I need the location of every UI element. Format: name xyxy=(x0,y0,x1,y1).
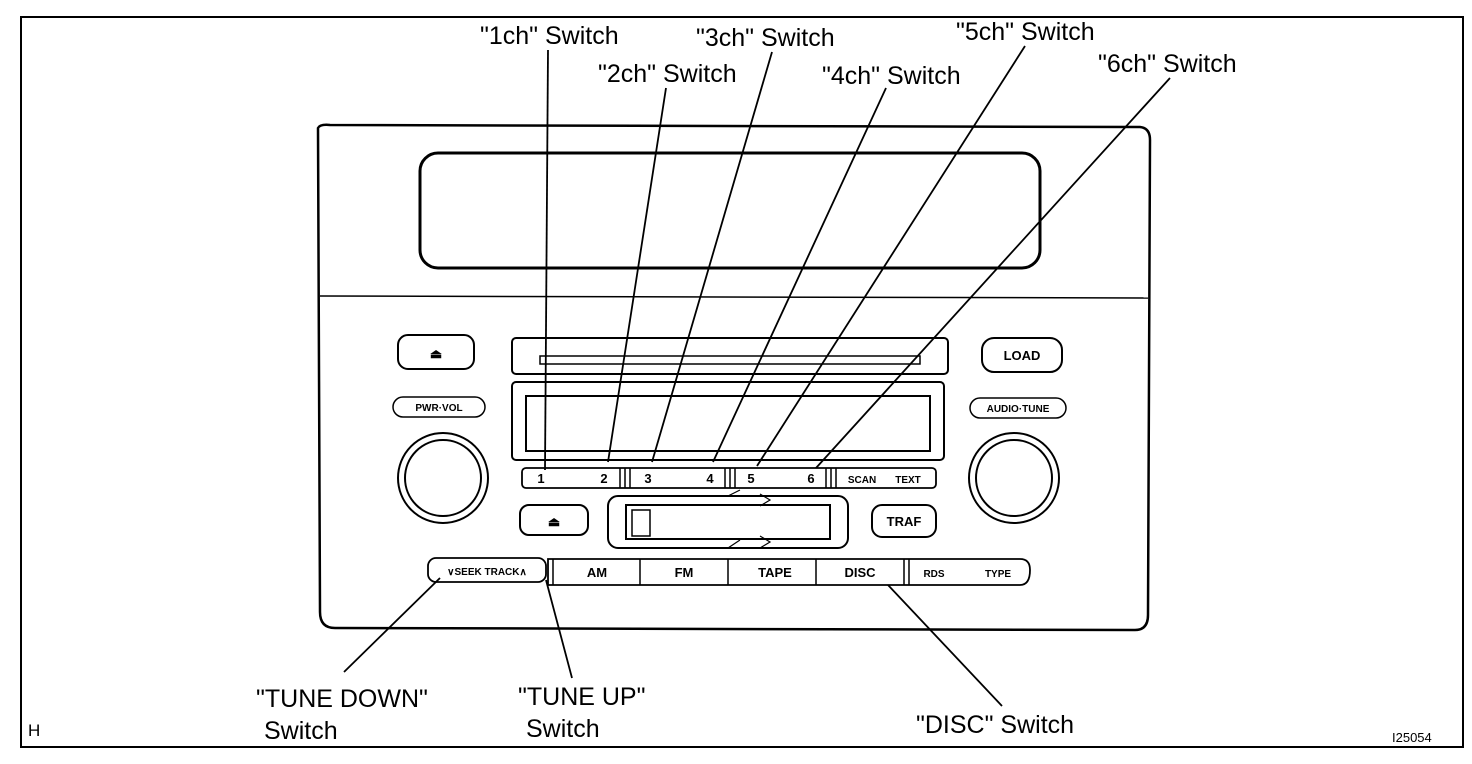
eject-button-top[interactable] xyxy=(397,334,475,370)
preset-6-button[interactable]: 6 xyxy=(807,471,814,486)
eject-icon: ⏏ xyxy=(430,346,442,361)
leader-lines xyxy=(343,45,1171,707)
disc-button[interactable]: DISC xyxy=(844,565,876,580)
preset-5-button[interactable]: 5 xyxy=(747,471,754,486)
tape-button[interactable]: TAPE xyxy=(758,565,792,580)
am-button[interactable]: AM xyxy=(587,565,607,580)
leader-4ch xyxy=(712,87,887,463)
seek-track-label: ∨SEEK TRACK∧ xyxy=(447,567,527,578)
preset-strip xyxy=(521,467,937,489)
callout-disc: "DISC" Switch xyxy=(916,711,1074,739)
eject-button-lower[interactable] xyxy=(519,504,589,536)
fm-button[interactable]: FM xyxy=(675,565,694,580)
scan-button[interactable]: SCAN xyxy=(848,475,876,486)
figure-frame xyxy=(20,16,1464,748)
preset-3-button[interactable]: 3 xyxy=(644,471,651,486)
upper-display xyxy=(418,151,1042,270)
leader-5ch xyxy=(756,45,1026,467)
text-button[interactable]: TEXT xyxy=(895,475,921,486)
corner-label: H xyxy=(28,721,40,740)
preset-4-button[interactable]: 4 xyxy=(706,471,714,486)
callout-tune-up-line2: Switch xyxy=(526,715,600,743)
main-display-frame xyxy=(511,381,945,461)
cd-slot[interactable] xyxy=(539,355,921,365)
seek-track-button[interactable] xyxy=(427,557,547,583)
leader-6ch xyxy=(815,77,1171,469)
rds-button[interactable]: RDS xyxy=(923,569,944,580)
figure-code: I25054 xyxy=(1392,730,1432,745)
pwr-vol-knob-inner xyxy=(404,439,482,517)
audio-tune-label-frame xyxy=(969,397,1067,419)
callout-1ch: "1ch" Switch xyxy=(480,22,619,50)
callout-2ch: "2ch" Switch xyxy=(598,60,737,88)
panel-divider xyxy=(319,295,1149,299)
type-button[interactable]: TYPE xyxy=(985,569,1011,580)
tape-door xyxy=(631,509,651,537)
callout-tune-down-line2: Switch xyxy=(264,717,338,745)
leader-1ch xyxy=(544,49,549,471)
traf-button[interactable] xyxy=(871,504,937,538)
traf-label: TRAF xyxy=(887,514,922,529)
tape-slot[interactable] xyxy=(625,504,831,540)
leader-3ch xyxy=(651,51,773,463)
cd-slot-frame xyxy=(511,337,949,375)
leader-tune-up xyxy=(545,579,573,679)
callout-3ch: "3ch" Switch xyxy=(696,24,835,52)
eject-icon-lower: ⏏ xyxy=(548,514,560,529)
leader-disc xyxy=(887,584,1003,707)
callout-6ch: "6ch" Switch xyxy=(1098,50,1237,78)
pwr-vol-label: PWR·VOL xyxy=(415,403,462,414)
pwr-vol-label-frame xyxy=(392,396,486,418)
callout-4ch: "4ch" Switch xyxy=(822,62,961,90)
tape-deck xyxy=(607,495,849,549)
pwr-vol-knob[interactable] xyxy=(397,432,489,524)
callout-tune-up-line1: "TUNE UP" xyxy=(518,683,645,711)
audio-tune-knob-inner xyxy=(975,439,1053,517)
leader-2ch xyxy=(607,87,667,463)
load-label: LOAD xyxy=(1004,348,1041,363)
audio-tune-label: AUDIO·TUNE xyxy=(987,404,1050,415)
preset-1-button[interactable]: 1 xyxy=(537,471,544,486)
leader-tune-down xyxy=(343,577,441,673)
preset-2-button[interactable]: 2 xyxy=(600,471,607,486)
callout-tune-down-line1: "TUNE DOWN" xyxy=(256,685,428,713)
load-button[interactable] xyxy=(981,337,1063,373)
audio-tune-knob[interactable] xyxy=(968,432,1060,524)
head-unit-body xyxy=(316,123,1152,632)
main-display xyxy=(525,395,931,452)
tape-guide xyxy=(727,489,772,549)
callout-5ch: "5ch" Switch xyxy=(956,18,1095,46)
source-button-row xyxy=(547,558,1031,586)
